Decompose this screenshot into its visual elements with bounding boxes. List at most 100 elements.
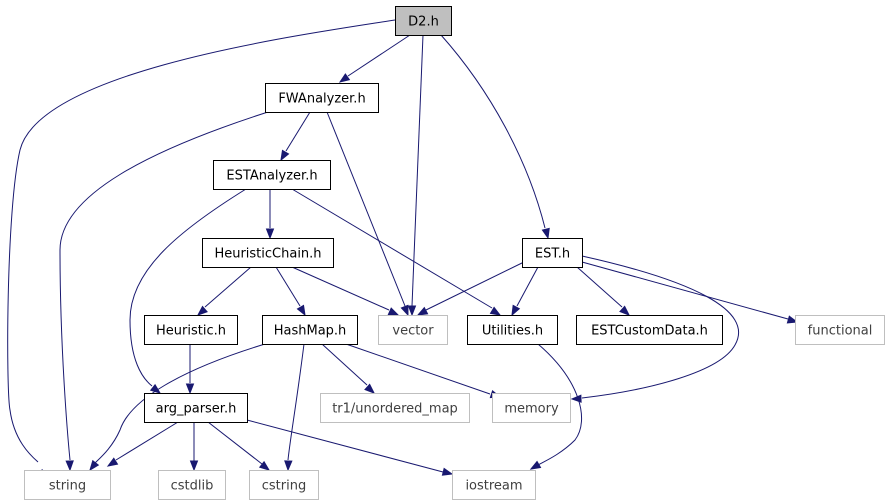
edge-d2-to-fwanalyzer	[338, 34, 411, 83]
edge-line	[59, 111, 269, 461]
edge-arrowhead	[265, 228, 275, 240]
node-hashmap-label: HashMap.h	[274, 324, 347, 339]
edge-line	[347, 34, 411, 77]
node-est-label: EST.h	[535, 247, 570, 262]
edge-estanalyzer-to-utilities	[291, 188, 502, 316]
node-fwanalyzer[interactable]: FWAnalyzer.h	[265, 83, 379, 113]
edge-arrowhead	[529, 460, 542, 470]
node-argparser-label: arg_parser.h	[156, 402, 237, 417]
edge-arrowhead	[106, 457, 119, 467]
node-vector[interactable]: vector	[378, 315, 448, 345]
node-cstring-label: cstring	[262, 479, 306, 494]
edge-arrowhead	[400, 304, 409, 317]
edge-line	[94, 343, 266, 464]
edge-arrowhead	[185, 383, 195, 395]
node-memory[interactable]: memory	[492, 393, 571, 423]
node-est[interactable]: EST.h	[522, 238, 583, 268]
edge-arrowhead	[258, 460, 271, 471]
node-estanalyzer-label: ESTAnalyzer.h	[226, 169, 317, 184]
node-cstdlib[interactable]: cstdlib	[158, 470, 226, 500]
node-utilities[interactable]: Utilities.h	[467, 315, 558, 345]
node-heuristic[interactable]: Heuristic.h	[144, 315, 238, 345]
edge-argparser-to-cstdlib	[189, 422, 199, 472]
node-fwanalyzer-box	[265, 83, 379, 113]
edge-line	[129, 188, 247, 387]
node-estcustomdata-box	[576, 315, 723, 345]
edge-utilities-to-iostream	[529, 343, 582, 470]
edge-line	[291, 266, 390, 311]
node-estanalyzer-box	[213, 160, 331, 190]
edge-d2-to-est	[440, 34, 550, 240]
node-utilities-label: Utilities.h	[482, 324, 543, 339]
node-string-label: string	[49, 479, 86, 494]
edge-heuristicchain-to-heuristic	[196, 266, 252, 316]
node-cstring-box	[249, 470, 319, 500]
node-cstdlib-label: cstdlib	[171, 479, 214, 494]
node-d2[interactable]: D2.h	[395, 6, 452, 36]
edge-line	[581, 255, 740, 399]
node-argparser-box	[144, 393, 248, 423]
node-heuristicchain[interactable]: HeuristicChain.h	[202, 238, 334, 268]
node-estanalyzer[interactable]: ESTAnalyzer.h	[213, 160, 331, 190]
node-hashmap[interactable]: HashMap.h	[262, 315, 358, 345]
edge-line	[291, 188, 493, 309]
edge-line	[285, 111, 311, 152]
node-functional-label: functional	[808, 324, 873, 339]
edge-arrowhead	[196, 305, 208, 316]
edge-arrowhead	[284, 460, 293, 472]
edge-arrowhead	[89, 459, 100, 472]
edge-d2-to-vector	[407, 34, 424, 317]
node-heuristicchain-label: HeuristicChain.h	[214, 247, 321, 262]
node-d2-label: D2.h	[408, 15, 439, 30]
node-est-box	[522, 238, 583, 268]
edge-fwanalyzer-to-estanalyzer	[280, 111, 311, 162]
edge-arrowhead	[416, 306, 429, 316]
edge-hashmap-to-cstring	[284, 343, 305, 472]
node-functional[interactable]: functional	[795, 315, 885, 345]
edge-line	[321, 343, 368, 386]
edge-arrowhead	[570, 394, 582, 403]
node-cstdlib-box	[158, 470, 226, 500]
edge-layer	[7, 19, 799, 481]
edge-fwanalyzer-to-string	[59, 111, 269, 472]
edge-est-to-vector	[416, 261, 525, 316]
edge-line	[207, 421, 263, 465]
edge-est-to-estcustomdata	[576, 266, 631, 316]
node-fwanalyzer-label: FWAnalyzer.h	[278, 92, 365, 107]
node-functional-box	[795, 315, 885, 345]
edge-est-to-utilities	[511, 266, 539, 317]
edge-arrowhead	[296, 304, 306, 317]
edge-arrowhead	[407, 305, 417, 317]
edge-arrowhead	[364, 383, 376, 394]
node-estcustomdata[interactable]: ESTCustomData.h	[576, 315, 723, 345]
node-cstring[interactable]: cstring	[249, 470, 319, 500]
node-tr1map[interactable]: tr1/unordered_map	[320, 393, 470, 423]
node-heuristic-label: Heuristic.h	[156, 324, 226, 339]
node-memory-box	[492, 393, 571, 423]
edge-line	[345, 343, 491, 395]
edge-line	[204, 266, 252, 308]
edge-est-to-functional	[581, 261, 799, 324]
node-memory-label: memory	[504, 402, 559, 417]
edge-argparser-to-iostream	[246, 419, 454, 476]
edge-line	[440, 34, 546, 229]
edge-arrowhead	[338, 73, 351, 83]
edge-heuristic-to-argparser	[185, 344, 195, 395]
node-string[interactable]: string	[24, 470, 111, 500]
edge-argparser-to-string	[106, 421, 179, 467]
edge-arrowhead	[280, 149, 290, 162]
edge-line	[287, 343, 305, 461]
edge-hashmap-to-tr1map	[321, 343, 376, 394]
edge-line	[581, 261, 789, 320]
edge-argparser-to-cstring	[207, 421, 271, 471]
edge-estanalyzer-to-argparser	[129, 188, 247, 394]
node-hashmap-box	[262, 315, 358, 345]
node-tr1map-box	[320, 393, 470, 423]
edge-arrowhead	[541, 227, 550, 240]
node-argparser[interactable]: arg_parser.h	[144, 393, 248, 423]
node-utilities-box	[467, 315, 558, 345]
node-iostream[interactable]: iostream	[452, 470, 536, 500]
edge-line	[411, 34, 424, 307]
node-heuristic-box	[144, 315, 238, 345]
